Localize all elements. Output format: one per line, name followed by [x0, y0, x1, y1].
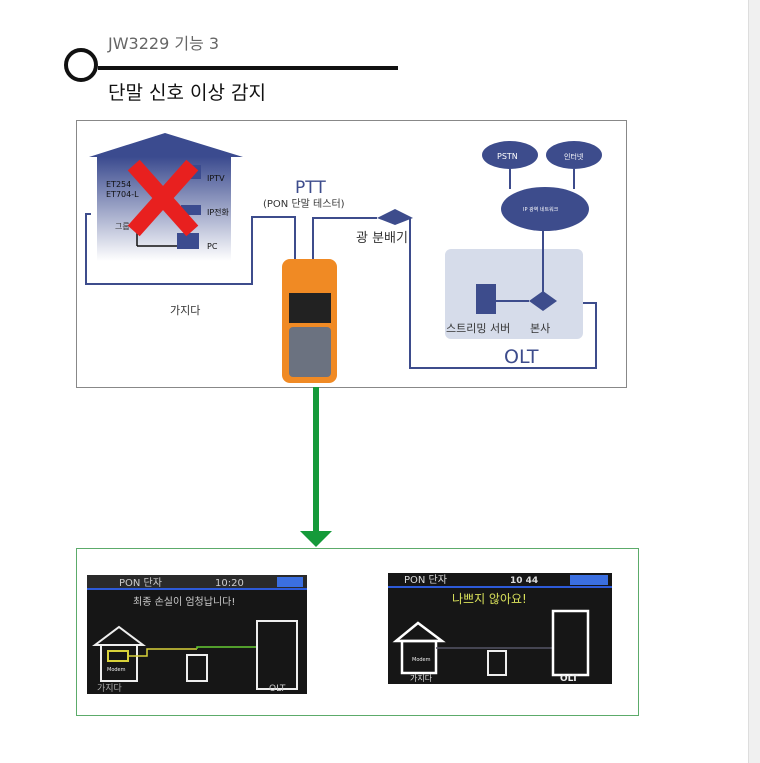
label: Modem — [107, 667, 126, 673]
home-label: 가지다 — [170, 304, 200, 317]
pstn-label: PSTN — [497, 152, 518, 161]
network-diagram: IPTV IP전화 PC ET254 ET704-L 그룹 가지다 PTT (P… — [76, 120, 627, 388]
olt-icon — [256, 620, 298, 690]
pc-icon — [177, 233, 199, 249]
modem-label-2: ET704-L — [106, 190, 139, 199]
splitter-icon — [377, 209, 413, 225]
page-title: 단말 신호 이상 감지 — [108, 82, 266, 104]
screen-time: 10 44 — [510, 576, 538, 586]
modem-label: ET254 — [106, 180, 131, 189]
olt-icon — [551, 609, 590, 677]
label: OLT — [269, 684, 286, 694]
scrollbar[interactable] — [748, 0, 760, 763]
gateway-label: 그룹 — [115, 222, 130, 231]
olt-area — [445, 249, 583, 339]
screen-message: 나쁘지 않아요! — [452, 592, 527, 606]
internet-label: 인터넷 — [564, 152, 584, 161]
label: OLT — [560, 674, 579, 684]
screen-title: PON 단자 — [404, 574, 447, 586]
circle-marker-icon — [64, 48, 98, 82]
label: Modem — [412, 657, 431, 663]
title-divider — [98, 66, 398, 70]
server-icon — [476, 284, 496, 314]
battery-icon — [570, 575, 608, 585]
tester-icon — [186, 654, 208, 682]
screen-title: PON 단자 — [119, 577, 162, 589]
tester-icon — [487, 650, 507, 676]
screen-time: 10:20 — [215, 578, 244, 589]
olt-label: OLT — [504, 346, 539, 368]
splitter-label: 광 분배기 — [356, 231, 408, 246]
phone-icon — [181, 205, 201, 215]
label: 가지다 — [410, 674, 433, 683]
down-arrow-icon — [300, 387, 332, 547]
screen-bad: PON 단자 10:20 최종 손실이 엄청납니다! Modem 가지다 OLT — [87, 575, 307, 694]
ip-network-label: IP 광역 네트워크 — [523, 206, 559, 213]
iptv-label: IPTV — [207, 174, 225, 183]
screen-ok: PON 단자 10 44 나쁘지 않아요! Modem 가지다 OLT — [388, 573, 612, 684]
ipphone-label: IP전화 — [207, 207, 230, 217]
screen-message: 최종 손실이 엄청납니다! — [133, 596, 235, 608]
battery-icon — [277, 577, 303, 587]
section-subtitle: JW3229 기능 3 — [108, 34, 220, 53]
cloud-icon — [482, 141, 602, 231]
ptt-sublabel: (PON 단말 테스터) — [263, 198, 345, 210]
error-cross-icon — [127, 159, 199, 237]
hq-label: 본사 — [530, 322, 550, 335]
streaming-label: 스트리밍 서버 — [446, 322, 510, 335]
label: 가지다 — [97, 683, 123, 694]
tester-screens-panel: PON 단자 10:20 최종 손실이 엄청납니다! Modem 가지다 OLT… — [76, 548, 639, 716]
tester-device-icon — [282, 259, 337, 383]
ptt-label: PTT — [295, 178, 326, 198]
pc-label: PC — [207, 242, 218, 251]
switch-icon — [529, 291, 557, 311]
